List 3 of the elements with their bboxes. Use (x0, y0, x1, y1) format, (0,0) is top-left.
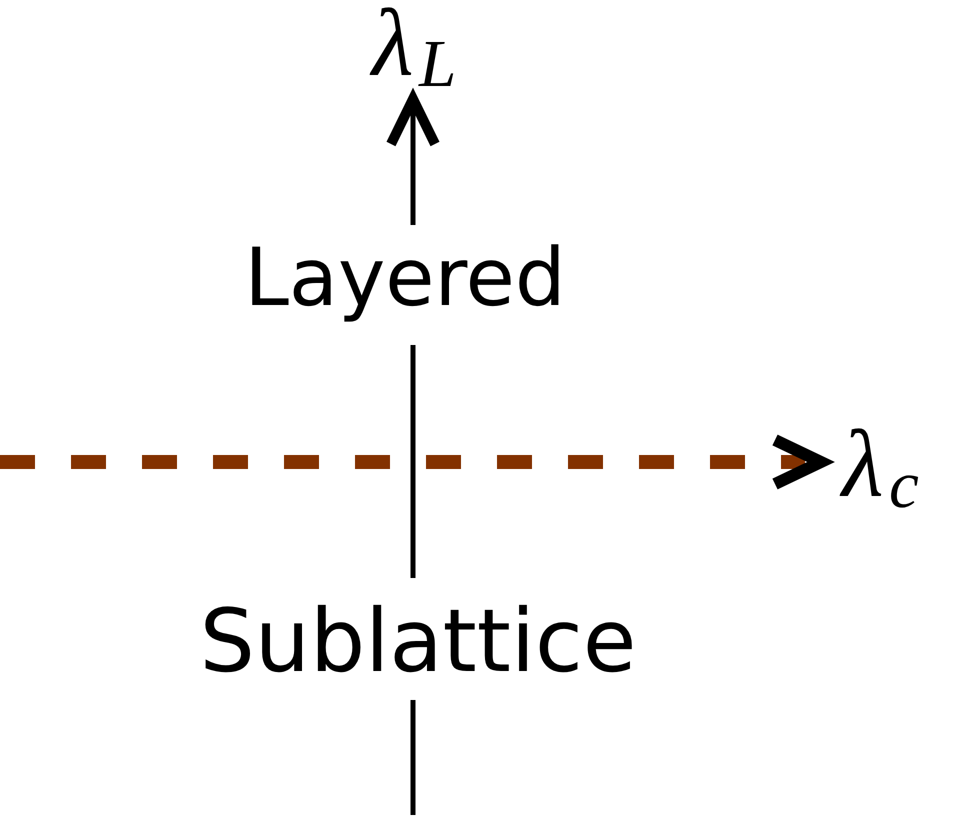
axis-label: λ$_{L}$ (372, 0, 456, 86)
axis-label: λ$_{c}$ (842, 421, 919, 508)
region-label: Sublattice (200, 598, 636, 685)
